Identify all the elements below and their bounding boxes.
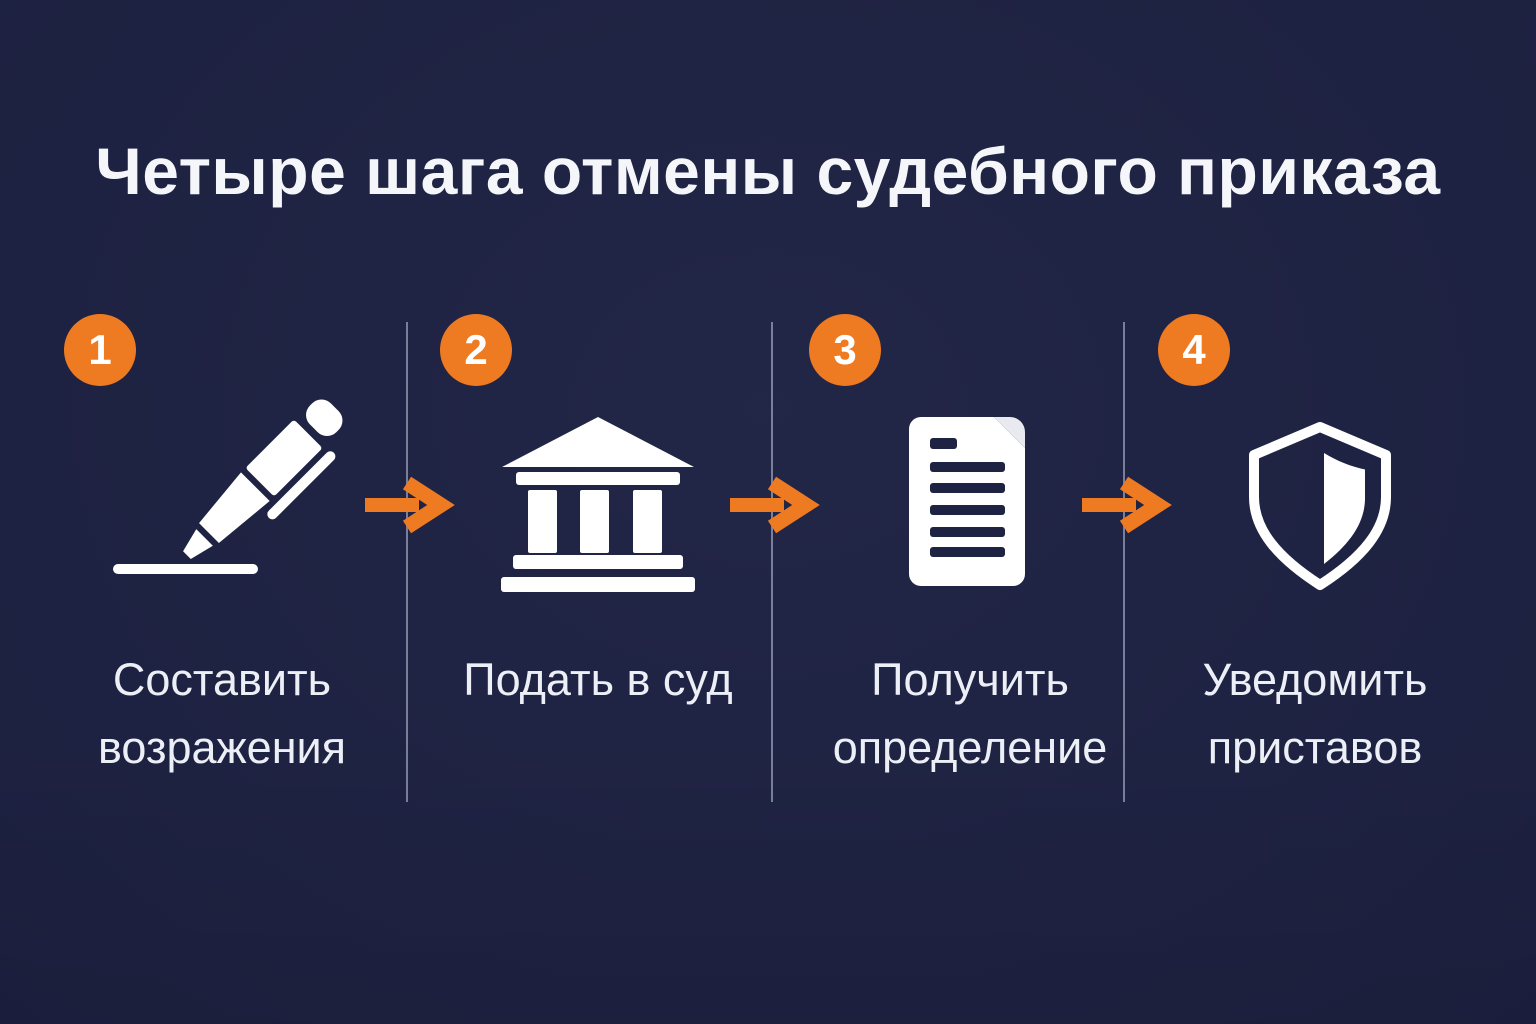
step-number-badge: 2: [440, 314, 512, 386]
arrow-icon: [365, 476, 455, 534]
step-label-line1: Уведомить: [1202, 654, 1428, 705]
step-label: Уведомить приставов: [1095, 646, 1535, 782]
step-divider: [1123, 322, 1125, 802]
step-label-line2: приставов: [1207, 722, 1423, 773]
arrow-icon: [1082, 476, 1172, 534]
step-number: 4: [1182, 326, 1206, 373]
pen-icon: [97, 398, 347, 598]
step-number-badge: 4: [1158, 314, 1230, 386]
step-number-badge: 1: [64, 314, 136, 386]
step-label-line1: Подать в суд: [463, 654, 733, 705]
step-label: Подать в суд: [378, 646, 818, 714]
step-number: 3: [833, 326, 857, 373]
courthouse-icon: [500, 417, 696, 593]
step-divider: [771, 322, 773, 802]
step-number: 2: [464, 326, 488, 373]
shield-icon: [1245, 421, 1395, 593]
document-icon: [906, 416, 1028, 588]
step-label-line1: Составить: [112, 654, 332, 705]
step-label-line2: определение: [832, 722, 1108, 773]
step-label: Составить возражения: [2, 646, 442, 782]
step-label-line1: Получить: [871, 654, 1069, 705]
step-number: 1: [88, 326, 112, 373]
step-label: Получить определение: [750, 646, 1190, 782]
step-divider: [406, 322, 408, 802]
step-number-badge: 3: [809, 314, 881, 386]
arrow-icon: [730, 476, 820, 534]
step-label-line2: возражения: [97, 722, 347, 773]
infographic-title: Четыре шага отмены судебного приказа: [95, 134, 1441, 208]
